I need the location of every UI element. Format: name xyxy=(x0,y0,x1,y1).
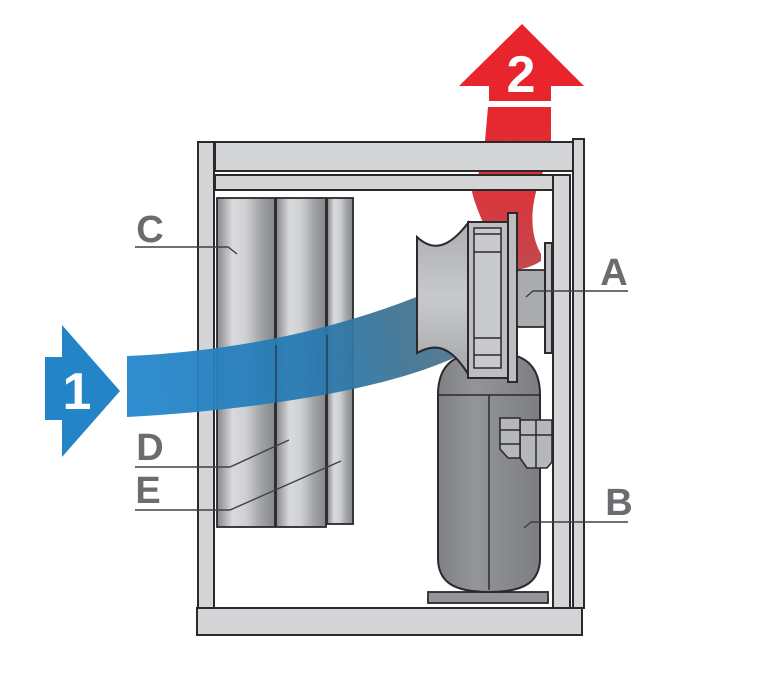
leader-line-d xyxy=(135,439,290,468)
motor-mount-plate xyxy=(544,242,553,354)
fan-assembly xyxy=(416,212,553,383)
cabinet-bottom-frame xyxy=(196,607,583,636)
outlet-flow-number: 2 xyxy=(507,46,536,104)
inlet-arrow-icon xyxy=(45,325,120,457)
fan-outlet-plate xyxy=(507,212,518,383)
cabinet-top-inner-band xyxy=(214,174,554,191)
cabinet-top-frame xyxy=(214,141,574,172)
leader-line-e xyxy=(135,460,342,511)
part-labels: C D E A B xyxy=(135,209,632,524)
leader-lines xyxy=(135,246,628,529)
compressor xyxy=(427,350,553,604)
leader-line-a xyxy=(525,290,628,298)
inlet-arrow: 1 xyxy=(45,325,120,457)
outlet-arrow-icon xyxy=(459,24,584,101)
inlet-airflow-band xyxy=(127,282,472,417)
part-label-b: B xyxy=(605,482,632,524)
compressor-fitting-block xyxy=(499,417,521,459)
leader-line-b xyxy=(523,521,628,529)
cabinet-right-outer-wall xyxy=(572,138,585,609)
inlet-flow-number: 1 xyxy=(63,363,92,421)
leader-line-c xyxy=(135,246,238,255)
part-label-e: E xyxy=(135,470,160,512)
inlet-airflow xyxy=(127,282,472,417)
fan-motor xyxy=(516,269,546,328)
part-label-c: C xyxy=(136,209,163,251)
part-label-a: A xyxy=(600,252,627,294)
cabinet-right-inner-wall xyxy=(552,174,571,609)
compressor-base-plate xyxy=(427,591,549,604)
fan-wheel xyxy=(473,227,502,369)
cabinet-frame xyxy=(196,138,585,636)
part-label-d: D xyxy=(136,427,163,469)
